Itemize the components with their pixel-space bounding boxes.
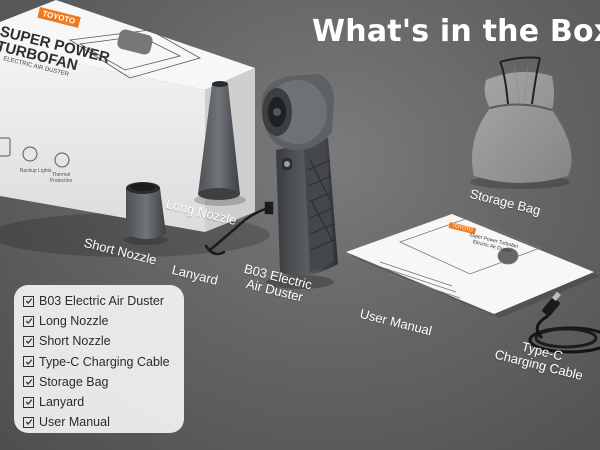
checklist-item: B03 Electric Air Duster bbox=[23, 291, 184, 311]
box-feature-icons bbox=[0, 137, 70, 168]
checklist-item-label: Storage Bag bbox=[39, 374, 109, 389]
page-title: What's in the Box? bbox=[312, 14, 600, 49]
lanyard bbox=[204, 201, 274, 256]
checklist-item: Lanyard bbox=[23, 392, 184, 412]
checkbox-icon bbox=[23, 356, 34, 368]
checklist-item-label: Lanyard bbox=[39, 395, 85, 410]
checkbox-icon bbox=[23, 315, 34, 327]
checklist-item: User Manual bbox=[23, 412, 184, 432]
short-nozzle bbox=[124, 182, 168, 245]
air-duster-device bbox=[261, 74, 338, 289]
type-c-cable bbox=[528, 291, 600, 354]
contents-checklist: B03 Electric Air Duster Long Nozzle Shor… bbox=[14, 285, 184, 433]
checkbox-icon bbox=[23, 295, 34, 307]
checklist-item-label: Type-C Charging Cable bbox=[39, 354, 170, 369]
user-manual bbox=[346, 214, 600, 318]
checklist-item-label: Long Nozzle bbox=[39, 314, 109, 329]
checklist-item: Storage Bag bbox=[23, 372, 184, 392]
checklist-item: Short Nozzle bbox=[23, 331, 184, 351]
checkbox-icon bbox=[23, 416, 34, 428]
checkbox-icon bbox=[23, 376, 34, 388]
checkbox-icon bbox=[23, 335, 34, 347]
long-nozzle bbox=[194, 81, 246, 206]
checklist-item: Long Nozzle bbox=[23, 311, 184, 331]
checklist-item-label: User Manual bbox=[39, 415, 110, 430]
checklist-item: Type-C Charging Cable bbox=[23, 352, 184, 372]
box-feature-backup-lights: Backup Lights bbox=[20, 168, 52, 174]
checklist-item-label: B03 Electric Air Duster bbox=[39, 294, 165, 309]
box-top-artwork bbox=[68, 29, 202, 79]
checklist-item-label: Short Nozzle bbox=[39, 334, 111, 349]
box-feature-thermal: Thermal Protection bbox=[49, 172, 73, 184]
storage-bag bbox=[470, 56, 572, 189]
checkbox-icon bbox=[23, 396, 34, 408]
